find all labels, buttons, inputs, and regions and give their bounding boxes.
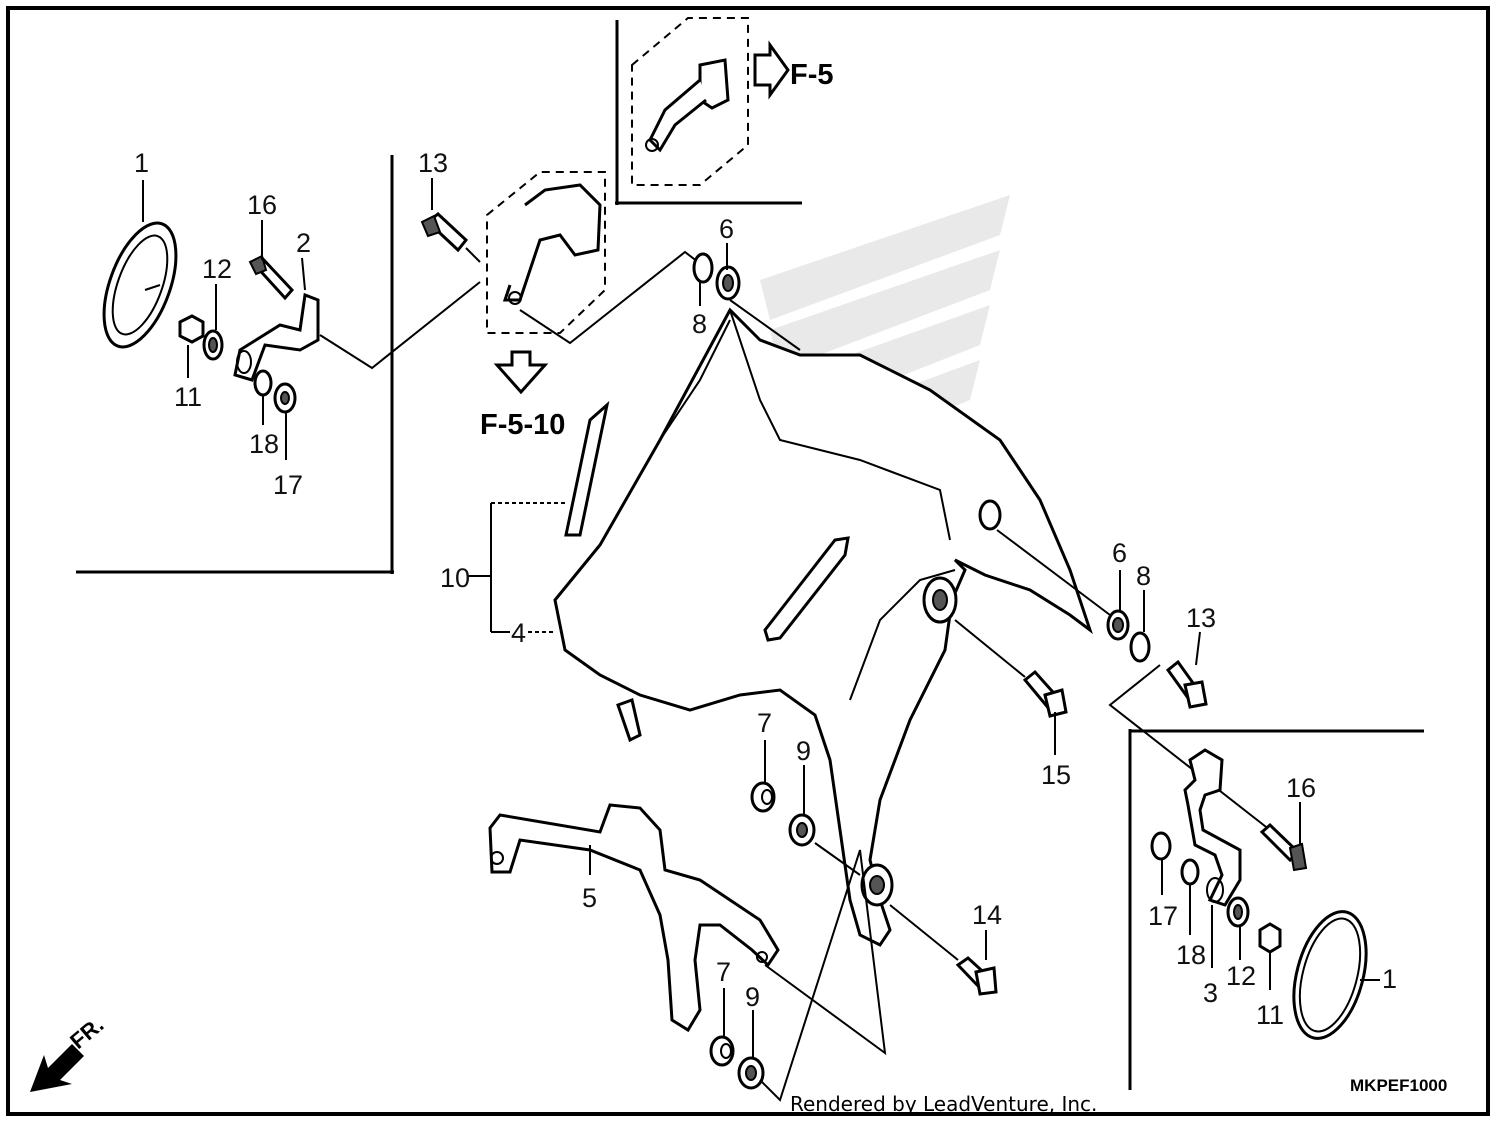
callout-18-left: 18 bbox=[249, 429, 279, 459]
front-arrow-icon bbox=[30, 1044, 84, 1092]
callout-10: 10 bbox=[440, 563, 470, 593]
callout-4: 4 bbox=[511, 618, 526, 648]
front-fender bbox=[553, 307, 1093, 947]
mirror-left bbox=[102, 221, 178, 349]
callout-17-left: 17 bbox=[273, 470, 303, 500]
callout-5: 5 bbox=[582, 883, 597, 913]
section-ref-top[interactable]: F-5 bbox=[790, 59, 834, 91]
fender-side-strip bbox=[564, 400, 610, 537]
callout-13-right: 13 bbox=[1186, 603, 1216, 633]
callout-9-mid: 9 bbox=[796, 736, 811, 766]
callout-7-bottom: 7 bbox=[716, 957, 731, 987]
callout-18-right: 18 bbox=[1176, 940, 1206, 970]
callout-8-top: 8 bbox=[692, 309, 707, 339]
hardware-center-group bbox=[709, 619, 1068, 1102]
callout-8-right: 8 bbox=[1136, 561, 1151, 591]
callout-3: 3 bbox=[1203, 978, 1218, 1008]
callout-11-right: 11 bbox=[1256, 1000, 1284, 1030]
callout-12-right: 12 bbox=[1226, 961, 1256, 991]
render-credit: Rendered by LeadVenture, Inc. bbox=[790, 1092, 1098, 1116]
diagram-frame bbox=[6, 6, 1490, 1116]
callout-leaders bbox=[142, 178, 1380, 1058]
callout-17-right: 17 bbox=[1148, 901, 1178, 931]
section-ref-bottom[interactable]: F-5-10 bbox=[480, 409, 565, 441]
front-direction-indicator: FR. bbox=[30, 1012, 108, 1092]
callout-7-mid: 7 bbox=[757, 708, 772, 738]
callout-bracket-10-4 bbox=[468, 502, 566, 633]
diagram-code: MKPEF1000 bbox=[1350, 1076, 1448, 1095]
leader-lines-top bbox=[319, 212, 801, 370]
left-inset-box bbox=[76, 155, 394, 574]
callout-6-top: 6 bbox=[719, 214, 734, 244]
callout-2: 2 bbox=[296, 228, 311, 258]
callout-11-left: 11 bbox=[174, 382, 202, 412]
hardware-left-group bbox=[178, 254, 320, 414]
top-inset-box bbox=[615, 17, 802, 205]
callout-16-left: 16 bbox=[247, 190, 277, 220]
callout-16-right: 16 bbox=[1286, 773, 1316, 803]
stay-bracket-detail bbox=[486, 171, 606, 395]
callout-14: 14 bbox=[972, 900, 1002, 930]
callout-6-right: 6 bbox=[1112, 538, 1127, 568]
callout-13-top: 13 bbox=[418, 148, 448, 178]
callout-15: 15 bbox=[1041, 760, 1071, 790]
right-inset-box bbox=[1128, 729, 1424, 1090]
callout-labels: 1 16 2 12 11 18 17 13 6 8 10 4 6 8 13 15… bbox=[134, 148, 1397, 1030]
callout-1-left: 1 bbox=[134, 148, 149, 178]
callout-12-left: 12 bbox=[202, 254, 232, 284]
callout-1-right: 1 bbox=[1382, 964, 1397, 994]
fender-brace bbox=[488, 803, 780, 1033]
hardware-right-inset-group bbox=[1150, 748, 1368, 1040]
callout-9-bottom: 9 bbox=[745, 982, 760, 1012]
